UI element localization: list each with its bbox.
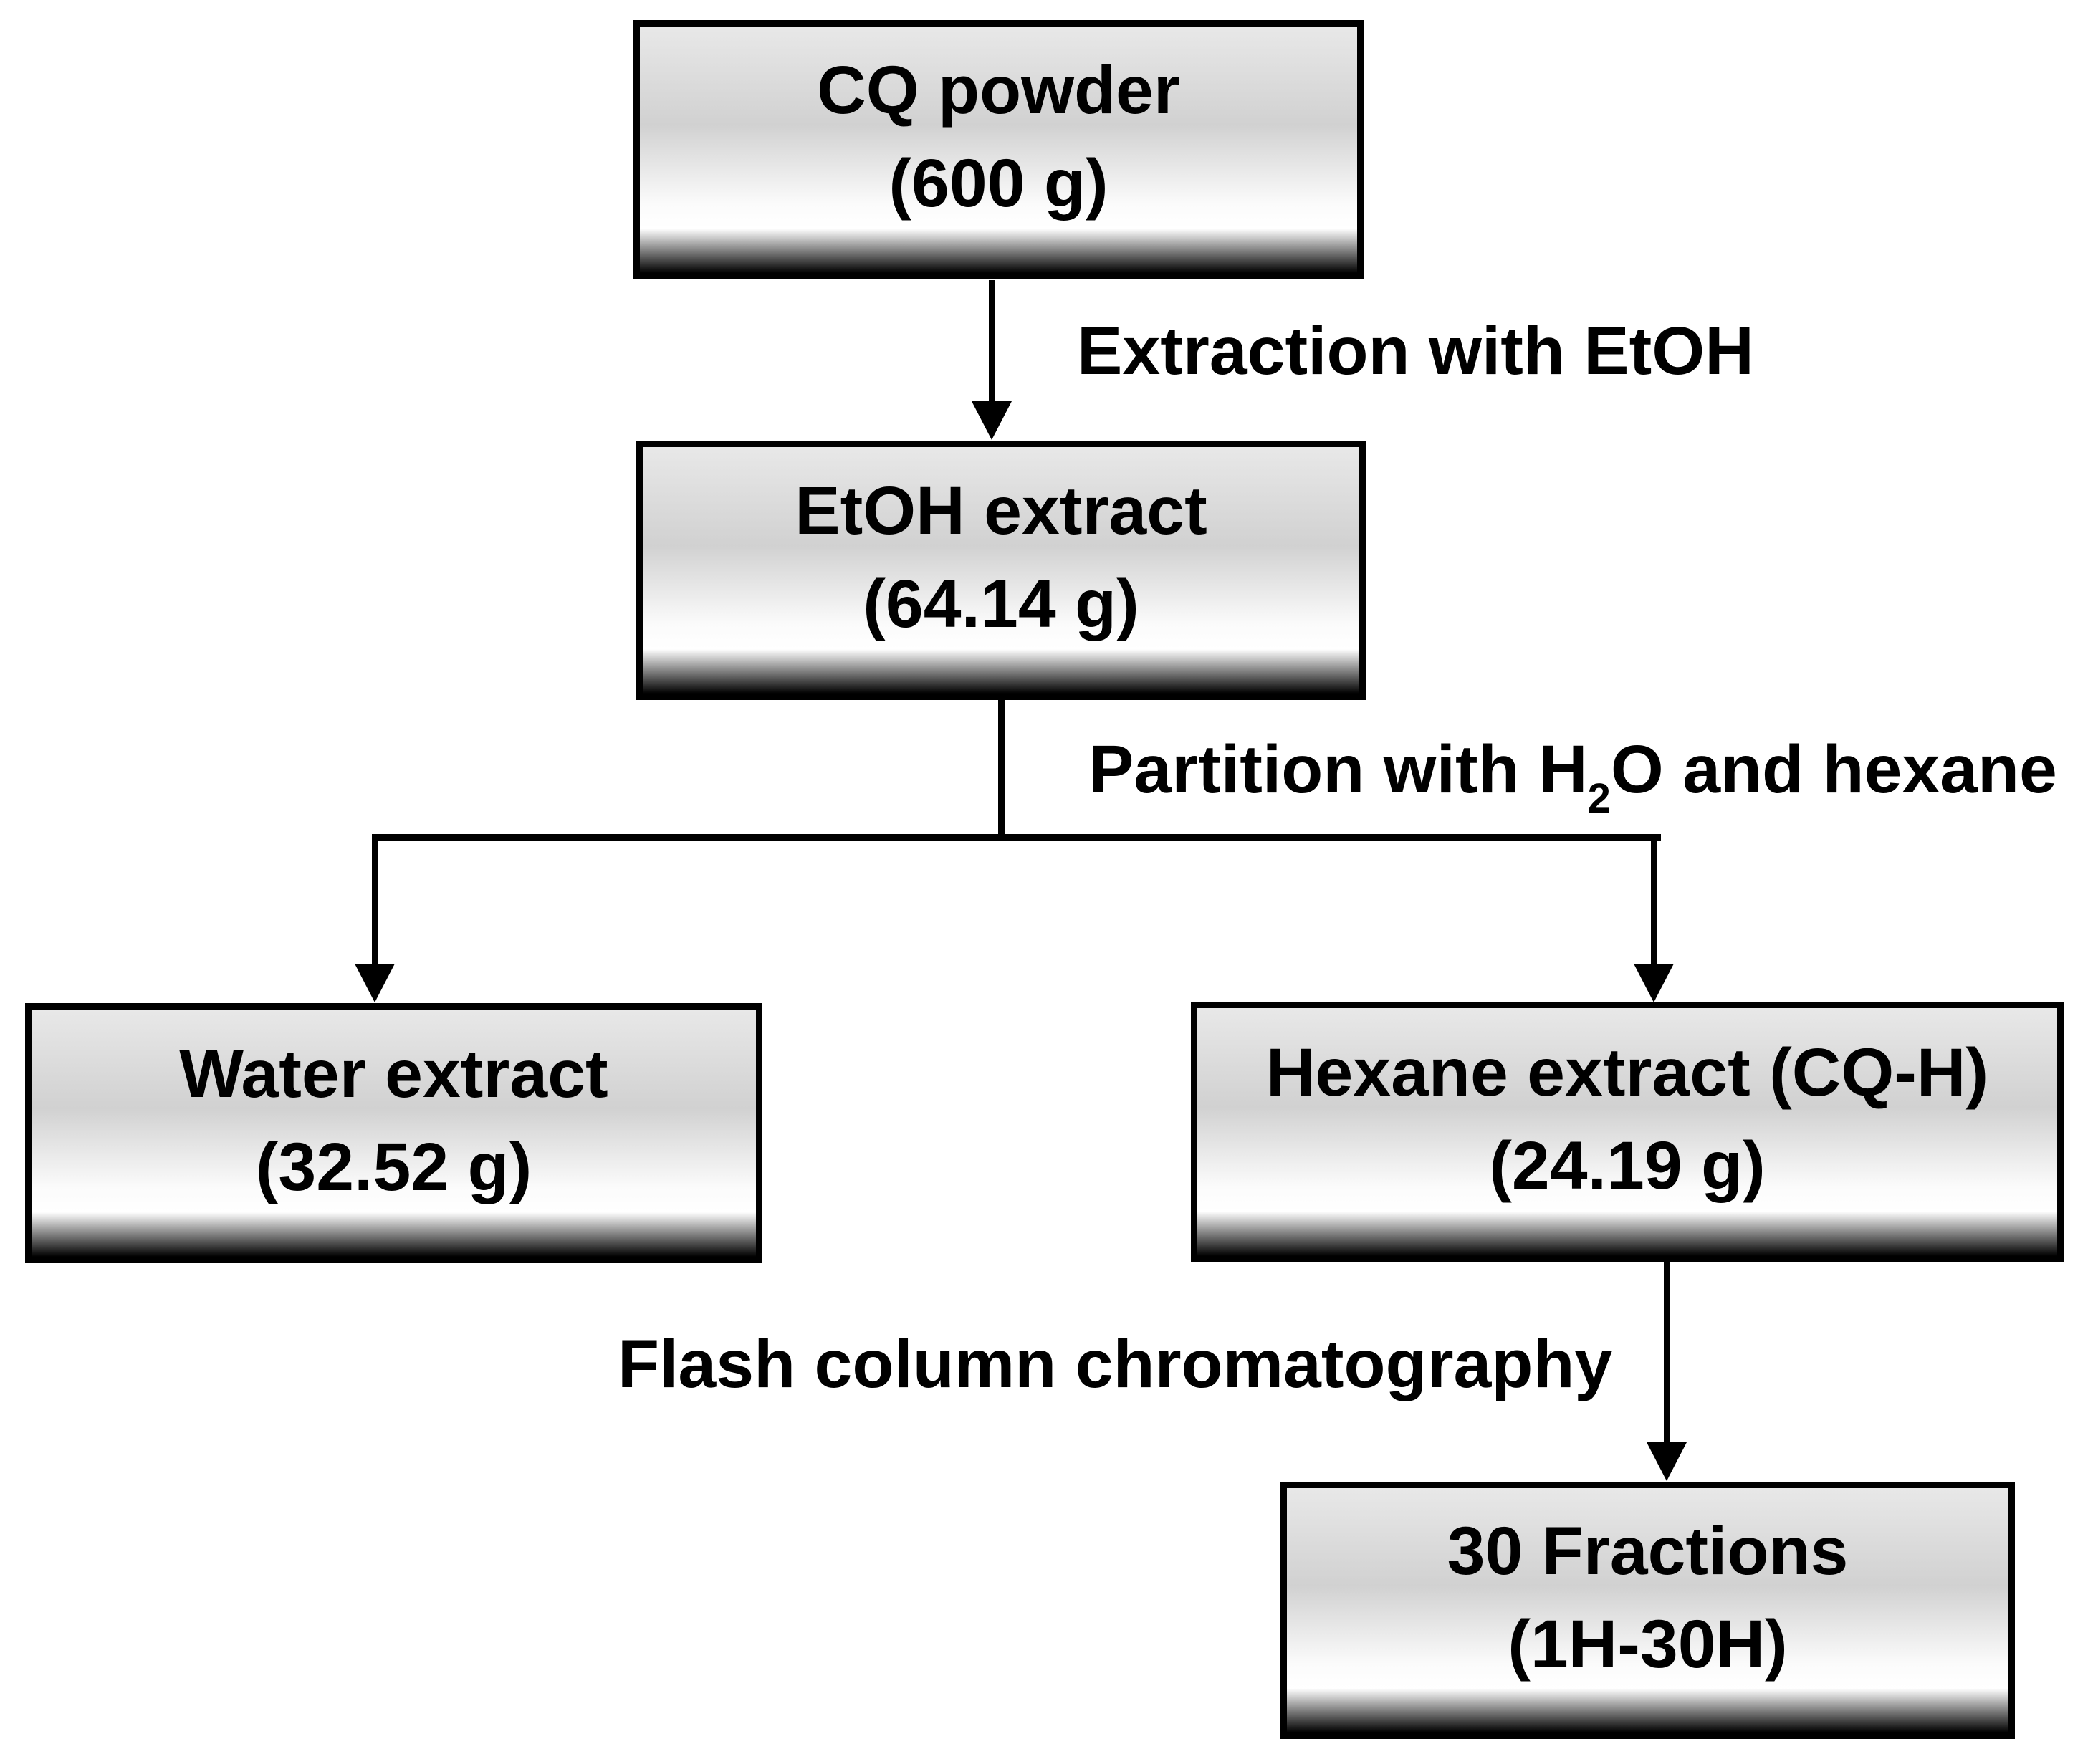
connector-cq-to-etoh	[989, 280, 995, 403]
edge-label-flash-chromatography: Flash column chromatography	[618, 1327, 1612, 1402]
node-cq-powder: CQ powder (600 g)	[633, 20, 1364, 279]
connector-etoh-stem	[998, 699, 1005, 838]
node-title: Water extract	[179, 1035, 608, 1112]
connector-branch-to-water	[372, 834, 378, 966]
edge-label-text: Flash column chromatography	[618, 1326, 1613, 1402]
connector-branch-to-hexane	[1651, 834, 1657, 966]
node-hexane-extract: Hexane extract (CQ-H) (24.19 g)	[1191, 1002, 2064, 1262]
edge-label-text-prefix: Partition with H	[1088, 732, 1588, 807]
node-amount: (24.19 g)	[1489, 1128, 1766, 1204]
node-etoh-extract: EtOH extract (64.14 g)	[636, 441, 1366, 700]
node-water-extract: Water extract (32.52 g)	[25, 1003, 762, 1263]
arrow-down-icon	[972, 401, 1012, 440]
node-amount: (64.14 g)	[863, 566, 1139, 642]
edge-label-subscript: 2	[1587, 775, 1611, 822]
edge-label-partition: Partition with H2O and hexane	[1088, 732, 2057, 822]
node-title: CQ powder	[817, 52, 1180, 128]
node-fractions: 30 Fractions (1H-30H)	[1280, 1482, 2015, 1739]
node-title: EtOH extract	[795, 473, 1207, 549]
node-amount: (32.52 g)	[255, 1128, 532, 1205]
edge-label-extraction: Extraction with EtOH	[1077, 314, 1754, 389]
arrow-down-icon	[1634, 964, 1674, 1002]
node-amount: (1H-30H)	[1508, 1606, 1788, 1682]
node-amount: (600 g)	[889, 145, 1108, 221]
connector-hexane-to-fractions	[1664, 1262, 1670, 1445]
edge-label-text: Extraction with EtOH	[1077, 313, 1754, 389]
arrow-down-icon	[1647, 1442, 1687, 1481]
connector-branch-horizontal	[372, 834, 1661, 841]
arrow-down-icon	[355, 964, 395, 1002]
node-title: Hexane extract (CQ-H)	[1265, 1035, 1989, 1111]
edge-label-text-suffix: O and hexane	[1610, 732, 2057, 807]
node-title: 30 Fractions	[1447, 1513, 1849, 1589]
